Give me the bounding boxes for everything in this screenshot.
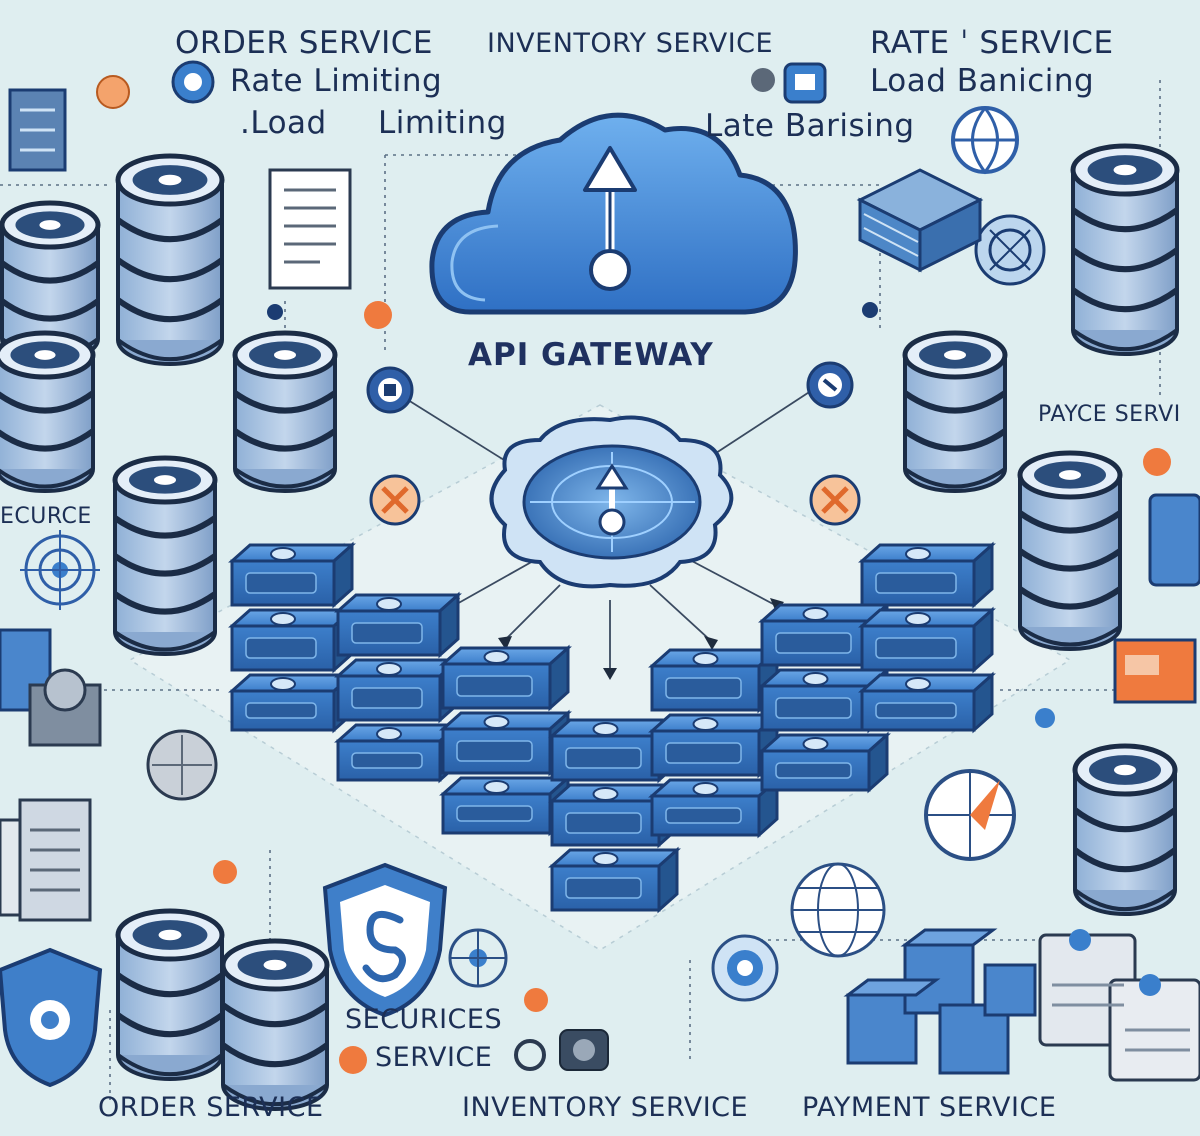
database-icon [1072, 743, 1178, 916]
database-icon [115, 153, 225, 366]
server-block [648, 646, 781, 714]
server-block [758, 731, 891, 794]
database-icon [1070, 143, 1180, 356]
compass-icon [924, 769, 1016, 861]
lock-icon [171, 60, 827, 104]
server-rack-icon [1038, 929, 1200, 1082]
target-icon [20, 530, 100, 610]
document-icon [268, 168, 352, 290]
server-rack-icon [0, 628, 102, 747]
server-block [334, 591, 462, 659]
database-icon [0, 200, 101, 363]
network-hub-icon [711, 934, 779, 1002]
top-rate-service-label: RATE ˈ SERVICE [870, 25, 1114, 61]
database-icon [220, 938, 330, 1111]
bottom-inventory-service-label: INVENTORY SERVICE [462, 1092, 749, 1123]
database-icon [0, 330, 96, 493]
camera-icon [514, 1029, 609, 1071]
server-block [334, 721, 462, 784]
api-gateway-title: API GATEWAY [468, 337, 714, 373]
server-block [858, 541, 996, 609]
server-block [858, 671, 996, 734]
network-hub-icon [489, 415, 734, 589]
database-icon [115, 908, 225, 1081]
server-block [858, 606, 996, 674]
service-label: SERVICE [375, 1042, 493, 1073]
server-block [439, 709, 572, 777]
badge-icons [20, 60, 1171, 1074]
server-block [648, 776, 781, 839]
server-rack-icon [8, 88, 67, 172]
database-icon [1017, 450, 1123, 651]
top-order-service-label: ORDER SERVICE [175, 25, 433, 61]
server-block [228, 606, 356, 674]
shield-icon [0, 947, 103, 1088]
database-group [0, 143, 1180, 1111]
globe-icon [951, 106, 1019, 175]
server-rack-group [228, 541, 996, 914]
load-limiting-label-a: .Load [240, 105, 327, 141]
bottom-payment-service-label: PAYMENT SERVICE [802, 1092, 1057, 1123]
server-rack-icon [0, 798, 92, 922]
server-block [228, 541, 356, 609]
securices-label: SECURICES [345, 1004, 503, 1035]
gear-icon [96, 75, 1171, 1074]
database-icon [112, 455, 218, 656]
server-block [439, 774, 572, 837]
rate-limiting-label: Rate Limiting [230, 63, 443, 99]
securce-label: ECURCE [0, 504, 92, 529]
server-block [228, 671, 356, 734]
server-block [758, 601, 891, 669]
gear-icon [806, 361, 854, 409]
gear-icon [974, 214, 1046, 286]
shield-icon [322, 862, 448, 1018]
gear-icon [809, 474, 861, 526]
microphone-icon [146, 729, 218, 801]
gear-icon [369, 474, 421, 526]
cloud-upload-icon [429, 112, 798, 315]
server-block [439, 644, 572, 712]
book-stack-icon [856, 168, 984, 273]
payce-service-label: PAYCE SERVI [1038, 402, 1181, 427]
platform-floor [128, 404, 1072, 951]
database-icon [902, 330, 1008, 493]
network-hub-icon [448, 928, 508, 988]
server-rack-icon [1113, 493, 1200, 704]
globe-icon [790, 862, 886, 958]
load-limiting-label-b: Limiting [378, 105, 507, 141]
cube-cluster [843, 928, 1037, 1075]
load-balancing-label: Load Banicing [870, 63, 1095, 99]
late-barising-label: Late Barising [705, 108, 915, 144]
database-icon [232, 330, 338, 493]
server-block [548, 846, 681, 914]
server-block [648, 711, 781, 779]
server-block [334, 656, 462, 724]
top-inventory-service-label: INVENTORY SERVICE [487, 28, 774, 59]
gear-icon [366, 366, 414, 414]
bottom-order-service-label: ORDER SERVICE [98, 1092, 324, 1123]
